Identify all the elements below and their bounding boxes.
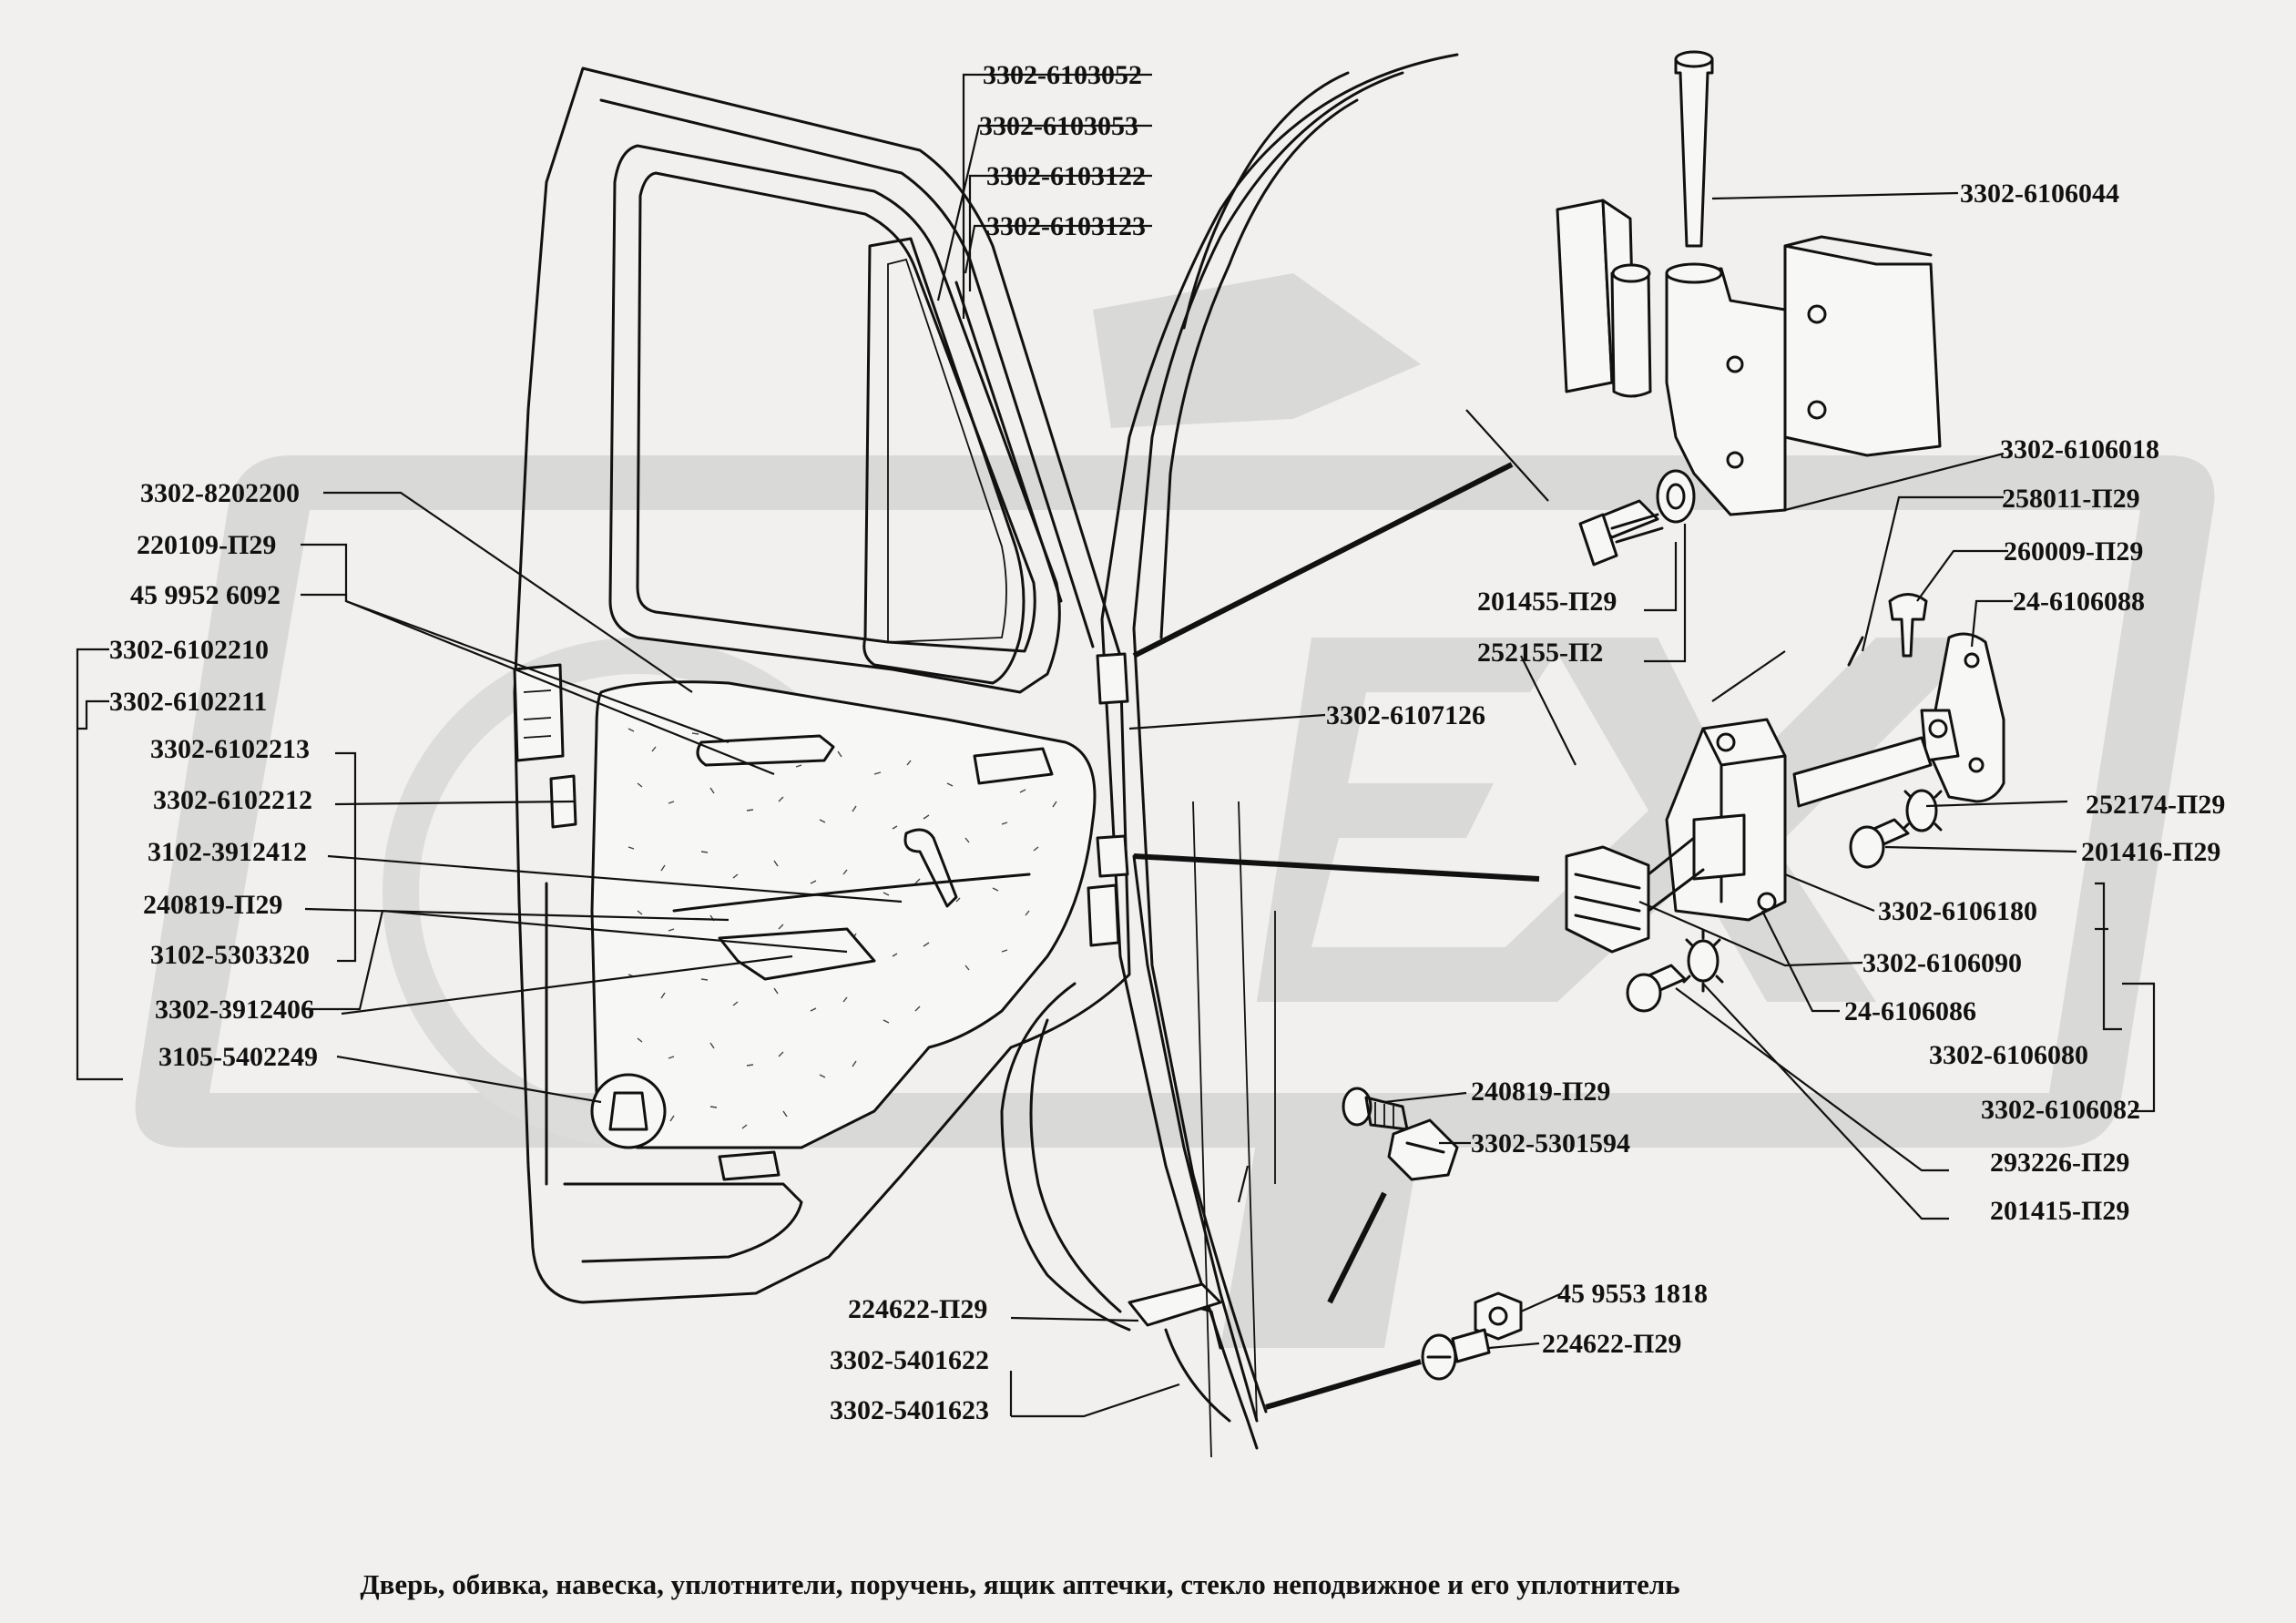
label-l07: 258011-П29 (2002, 484, 2140, 514)
label-l31: 45 9952 6092 (130, 580, 281, 610)
label-l11: 252155-П2 (1477, 638, 1603, 668)
label-l38: 3102-5303320 (150, 940, 310, 970)
speaker-clip (590, 1073, 667, 1149)
label-l06: 3302-6106018 (2000, 434, 2159, 464)
label-l22: 293226-П29 (1990, 1148, 2129, 1178)
label-l18: 3302-6106080 (1929, 1040, 2088, 1070)
door-check-assembly (1565, 593, 2005, 1013)
label-l19: 3302-6106082 (1981, 1095, 2140, 1125)
label-l40: 3105-5402249 (158, 1042, 318, 1072)
label-l32: 3302-6102210 (109, 635, 269, 665)
label-l21: 3302-5301594 (1471, 1128, 1630, 1159)
label-l08: 260009-П29 (2004, 536, 2143, 567)
label-l16: 3302-6106090 (1862, 948, 2022, 978)
connection-lines (1132, 462, 1540, 1410)
label-l24: 45 9553 1818 (1557, 1279, 1708, 1309)
label-l29: 3302-8202200 (140, 478, 300, 508)
body-opening (1000, 53, 1459, 1458)
leader-lines (76, 73, 2156, 1418)
part-labels: 3302-6103052 3302-6103053 3302-6103122 3… (109, 60, 2225, 1425)
label-l27: 3302-5401622 (830, 1345, 989, 1375)
label-l28: 3302-5401623 (830, 1395, 989, 1425)
small-fasteners (1342, 1087, 1523, 1381)
label-l23: 201415-П29 (1990, 1196, 2129, 1226)
label-l13: 252174-П29 (2086, 790, 2225, 820)
label-l35: 3302-6102212 (153, 785, 312, 815)
label-l37: 240819-П29 (143, 890, 282, 920)
thin-connection-lines (1237, 409, 1786, 1203)
label-l15: 3302-6106180 (1878, 896, 2037, 926)
label-l10: 201455-П29 (1477, 587, 1617, 617)
label-l33: 3302-6102211 (109, 687, 267, 717)
hinge-assembly (1556, 50, 1942, 567)
label-l20: 240819-П29 (1471, 1077, 1610, 1107)
label-l34: 3302-6102213 (150, 734, 310, 764)
label-l09: 24-6106088 (2013, 587, 2145, 617)
label-l30: 220109-П29 (137, 530, 276, 560)
door-assembly (513, 66, 1131, 1304)
label-l03: 3302-6103122 (986, 161, 1146, 191)
label-l26: 224622-П29 (848, 1294, 987, 1324)
label-l02: 3302-6103053 (979, 111, 1138, 141)
label-l17: 24-6106086 (1844, 996, 1976, 1026)
label-l36: 3102-3912412 (148, 837, 307, 867)
label-l05: 3302-6106044 (1960, 179, 2119, 209)
label-l01: 3302-6103052 (983, 60, 1142, 90)
label-l04: 3302-6103123 (986, 211, 1146, 241)
label-l14: 201416-П29 (2081, 837, 2220, 867)
label-l12: 3302-6107126 (1326, 700, 1485, 730)
figure-caption: Дверь, обивка, навеска, уплотнители, пор… (360, 1568, 1679, 1600)
label-l25: 224622-П29 (1542, 1329, 1681, 1359)
label-l39: 3302-3912406 (155, 995, 314, 1025)
